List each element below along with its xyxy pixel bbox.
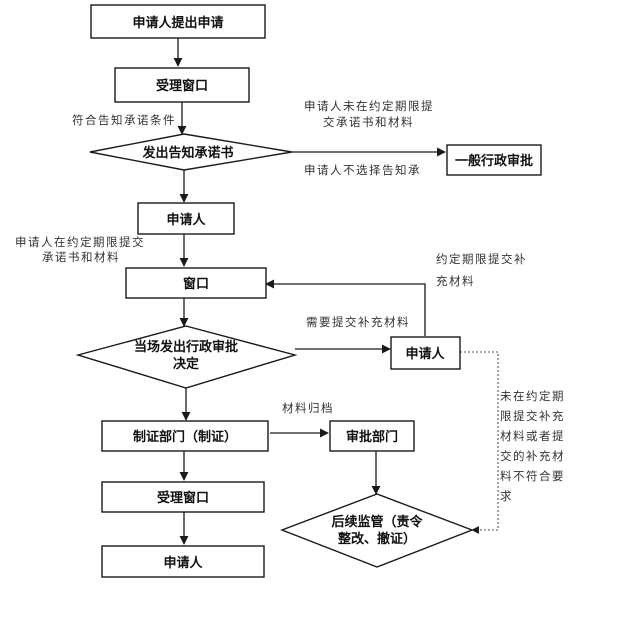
node-decision-label-1: 当场发出行政审批 [134,339,238,355]
note-submitted-line2: 承诺书和材料 [42,250,120,264]
note-vertical-line1: 未在约定期 [500,389,565,403]
node-applicant-3-label: 申请人 [163,555,203,571]
node-accept-window-1-label: 受理窗口 [156,78,208,94]
note-vertical-line4: 交的补充材 [500,449,565,463]
node-supervision-label-1: 后续监管（责令 [331,514,423,530]
node-general-approval-label: 一般行政审批 [455,153,533,169]
node-supervision: 后续监管（责令 整改、撤证） [280,493,474,568]
note-archive: 材料归档 [282,401,334,415]
node-applicant-2-label: 申请人 [405,346,445,362]
note-vertical-line6: 求 [500,489,513,503]
node-applicant-3: 申请人 [101,545,265,578]
node-accept-window-2-label: 受理窗口 [157,490,209,506]
node-approval-dept: 审批部门 [329,420,415,452]
node-general-approval: 一般行政审批 [446,144,542,176]
note-not-choose: 申请人不选择告知承 [304,163,421,177]
node-supervision-label-2: 整改、撤证） [337,531,416,547]
note-submitted-line1: 申请人在约定期限提交 [15,235,145,249]
note-meets-conditions: 符合告知承诺条件 [72,113,176,127]
note-vertical-line3: 材料或者提 [500,429,565,443]
node-applicant-submit: 申请人提出申请 [90,4,266,39]
node-approval-dept-label: 审批部门 [346,429,398,445]
note-vertical-line5: 料不符合要 [500,469,565,483]
node-certificate-dept-label: 制证部门（制证） [133,429,237,445]
node-accept-window-2: 受理窗口 [101,481,265,513]
node-decision: 当场发出行政审批 决定 [75,325,298,389]
dotted-arrow-to-supervision [460,351,499,534]
note-supplement-line1: 约定期限提交补 [436,252,527,266]
arrow-supplement-to-window [265,279,426,336]
note-supplement-line2: 充材料 [436,274,475,288]
node-issue-notice: 发出告知承诺书 [89,133,293,171]
node-applicant-1: 申请人 [137,202,235,235]
node-issue-notice-label: 发出告知承诺书 [141,145,233,161]
note-not-submitted-line1: 申请人未在约定期限提 [304,99,434,113]
node-applicant-2: 申请人 [390,336,461,370]
node-applicant-1-label: 申请人 [166,212,206,228]
node-applicant-submit-label: 申请人提出申请 [132,15,223,31]
note-vertical-line2: 限提交补充 [500,409,565,423]
node-decision-label-2: 决定 [173,356,199,372]
node-accept-window-1: 受理窗口 [114,67,250,103]
note-need-supplement: 需要提交补充材料 [306,315,410,329]
node-certificate-dept: 制证部门（制证） [101,420,269,452]
node-window-label: 窗口 [183,276,209,292]
node-window: 窗口 [125,267,267,299]
note-not-submitted-line2: 交承诺书和材料 [323,115,414,129]
